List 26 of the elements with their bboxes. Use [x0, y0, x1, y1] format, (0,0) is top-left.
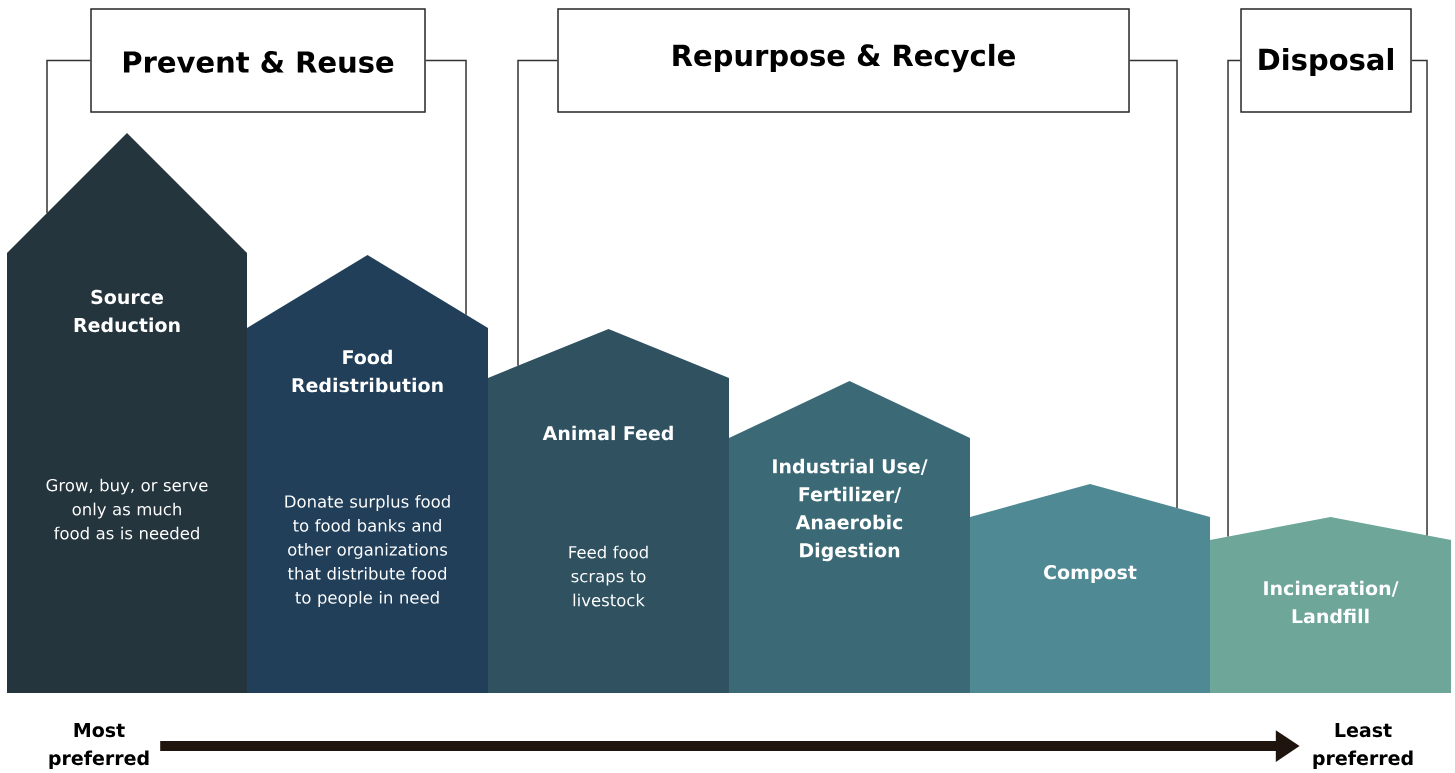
bracket-line — [425, 59, 467, 316]
category-box: Disposal — [1240, 8, 1412, 113]
house-title: Compost — [1044, 565, 1137, 584]
scale-label: Least preferred — [1313, 723, 1413, 769]
house-description: Grow, buy, or serve only as much food as is needed — [46, 478, 208, 540]
house-description: Feed food scraps to livestock — [569, 545, 648, 607]
bracket-line — [1129, 59, 1178, 509]
house-shape — [729, 381, 970, 693]
house-shape — [7, 133, 247, 693]
house-description: Donate surplus food to food banks and other organizations that distribute food to people in need — [285, 495, 450, 607]
house-title: Animal Feed — [542, 425, 673, 441]
scale-label: Most preferred — [49, 723, 149, 769]
house-shape — [970, 484, 1210, 693]
house-shape — [488, 329, 729, 693]
house-shape — [1210, 517, 1451, 693]
bracket-line — [46, 59, 91, 214]
bracket-line — [1227, 59, 1241, 538]
house-title: Source Reduction — [74, 289, 180, 333]
category-box: Prevent & Reuse — [90, 8, 426, 113]
house-shape — [247, 255, 488, 693]
bracket-line — [1411, 59, 1428, 537]
category-box: Repurpose & Recycle — [557, 8, 1130, 113]
bracket-line — [517, 59, 558, 367]
house-title: Food Redistribution — [292, 349, 443, 393]
house-title: Industrial Use/ Fertilizer/ Anaerobic Digestion — [773, 458, 928, 562]
house-title: Incineration/ Landfill — [1264, 580, 1399, 624]
